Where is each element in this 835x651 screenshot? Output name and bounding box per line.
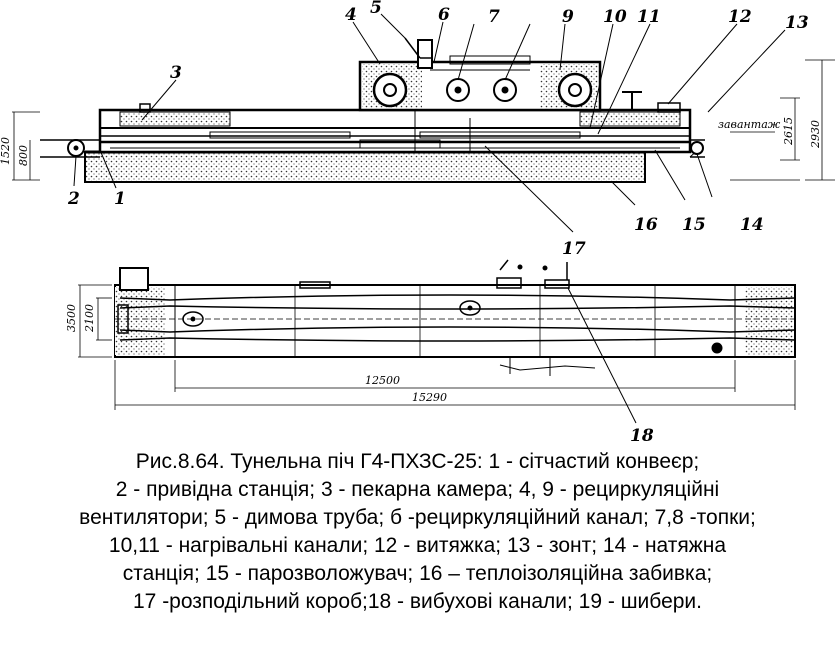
dim-2930: 2930 [809,120,822,149]
label-14: 14 [740,215,764,235]
label-10: 10 [603,7,627,27]
side-view [12,13,835,233]
caption-line-2: 2 - привідна станція; 3 - пекарна камера… [115,478,720,501]
plan-view-labels: 18 3500 2100 12500 15290 [65,304,654,445]
label-18: 18 [630,426,654,445]
label-5: 5 [370,0,382,18]
chimney [417,39,433,69]
label-15: 15 [682,215,706,235]
oven-diagram: 4 5 6 7 9 10 11 12 13 3 2 1 16 15 14 17 … [0,0,835,445]
fan-4 [372,72,408,108]
tension-wheel [690,141,704,155]
dim-800: 800 [17,145,30,166]
label-13: 13 [785,13,809,33]
label-4: 4 [345,5,357,25]
fan-9 [557,72,593,108]
label-12: 12 [728,7,752,27]
label-17: 17 [562,239,586,259]
insulation-base [84,151,646,183]
dim-1520: 1520 [0,137,12,165]
side-view-labels: 4 5 6 7 9 10 11 12 13 3 2 1 16 15 14 17 … [0,0,822,259]
plan-body [114,284,796,358]
caption-line-3: вентилятори; 5 - димова труба; б -рецирк… [79,506,756,529]
dim-15290: 15290 [412,391,447,404]
caption-line-1: Рис.8.64. Тунельна піч Г4-ПХЗС-25: 1 - с… [135,450,700,473]
loading-note: завантаж [718,118,781,131]
caption-line-5: станція; 15 - парозволожувач; 16 – тепло… [122,562,713,585]
label-9: 9 [562,7,574,27]
dim-12500: 12500 [365,374,400,387]
dim-3500: 3500 [65,304,78,332]
label-2: 2 [67,189,80,209]
caption-line-4: 10,11 - нагрівальні канали; 12 - витяжка… [108,534,727,557]
dim-2615: 2615 [782,117,795,146]
plan-view [78,259,796,424]
caption-line-6: 17 -розподільний короб;18 - вибухові кан… [133,590,702,613]
figure-caption: Рис.8.64. Тунельна піч Г4-ПХЗС-25: 1 - с… [0,448,835,648]
label-3: 3 [170,63,182,83]
left-end-block [119,267,149,291]
label-6: 6 [438,5,450,25]
label-16: 16 [634,215,658,235]
label-7: 7 [488,7,500,27]
label-1: 1 [114,189,126,209]
label-11: 11 [637,7,661,27]
dim-2100: 2100 [83,304,96,333]
